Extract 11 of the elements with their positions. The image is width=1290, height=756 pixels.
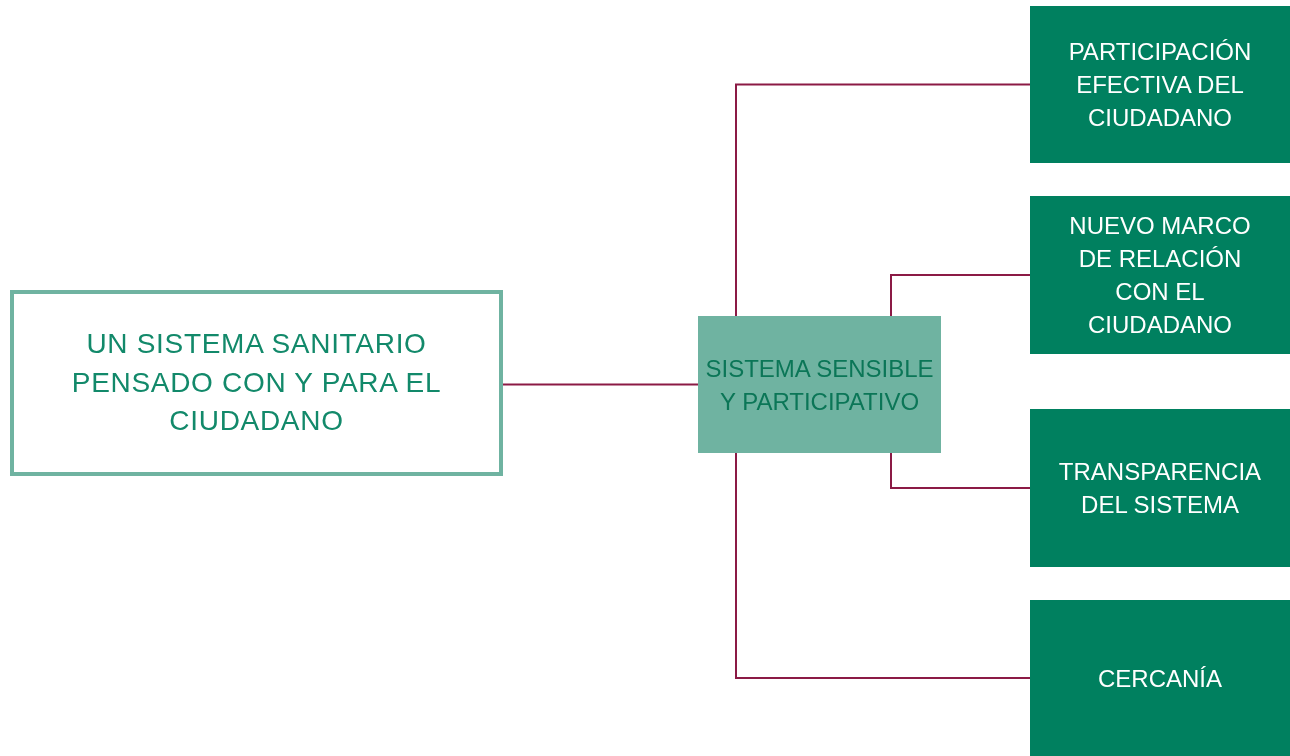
connector-line	[890, 452, 1031, 489]
topic-box: CERCANÍA	[1030, 600, 1290, 756]
main-box: UN SISTEMA SANITARIO PENSADO CON Y PARA EL CIUDADANO	[10, 290, 503, 476]
connector-line	[890, 274, 1031, 317]
topic-box: NUEVO MARCO DE RELACIÓN CON EL CIUDADANO	[1030, 196, 1290, 354]
connector-line	[735, 83, 1031, 317]
topic-box: TRANSPARENCIA DEL SISTEMA	[1030, 409, 1290, 567]
connector-line	[502, 383, 699, 386]
topic-box: PARTICIPACIÓN EFECTIVA DEL CIUDADANO	[1030, 6, 1290, 163]
hub-box: SISTEMA SENSIBLE Y PARTICIPATIVO	[698, 316, 941, 453]
connector-line	[735, 452, 1031, 679]
